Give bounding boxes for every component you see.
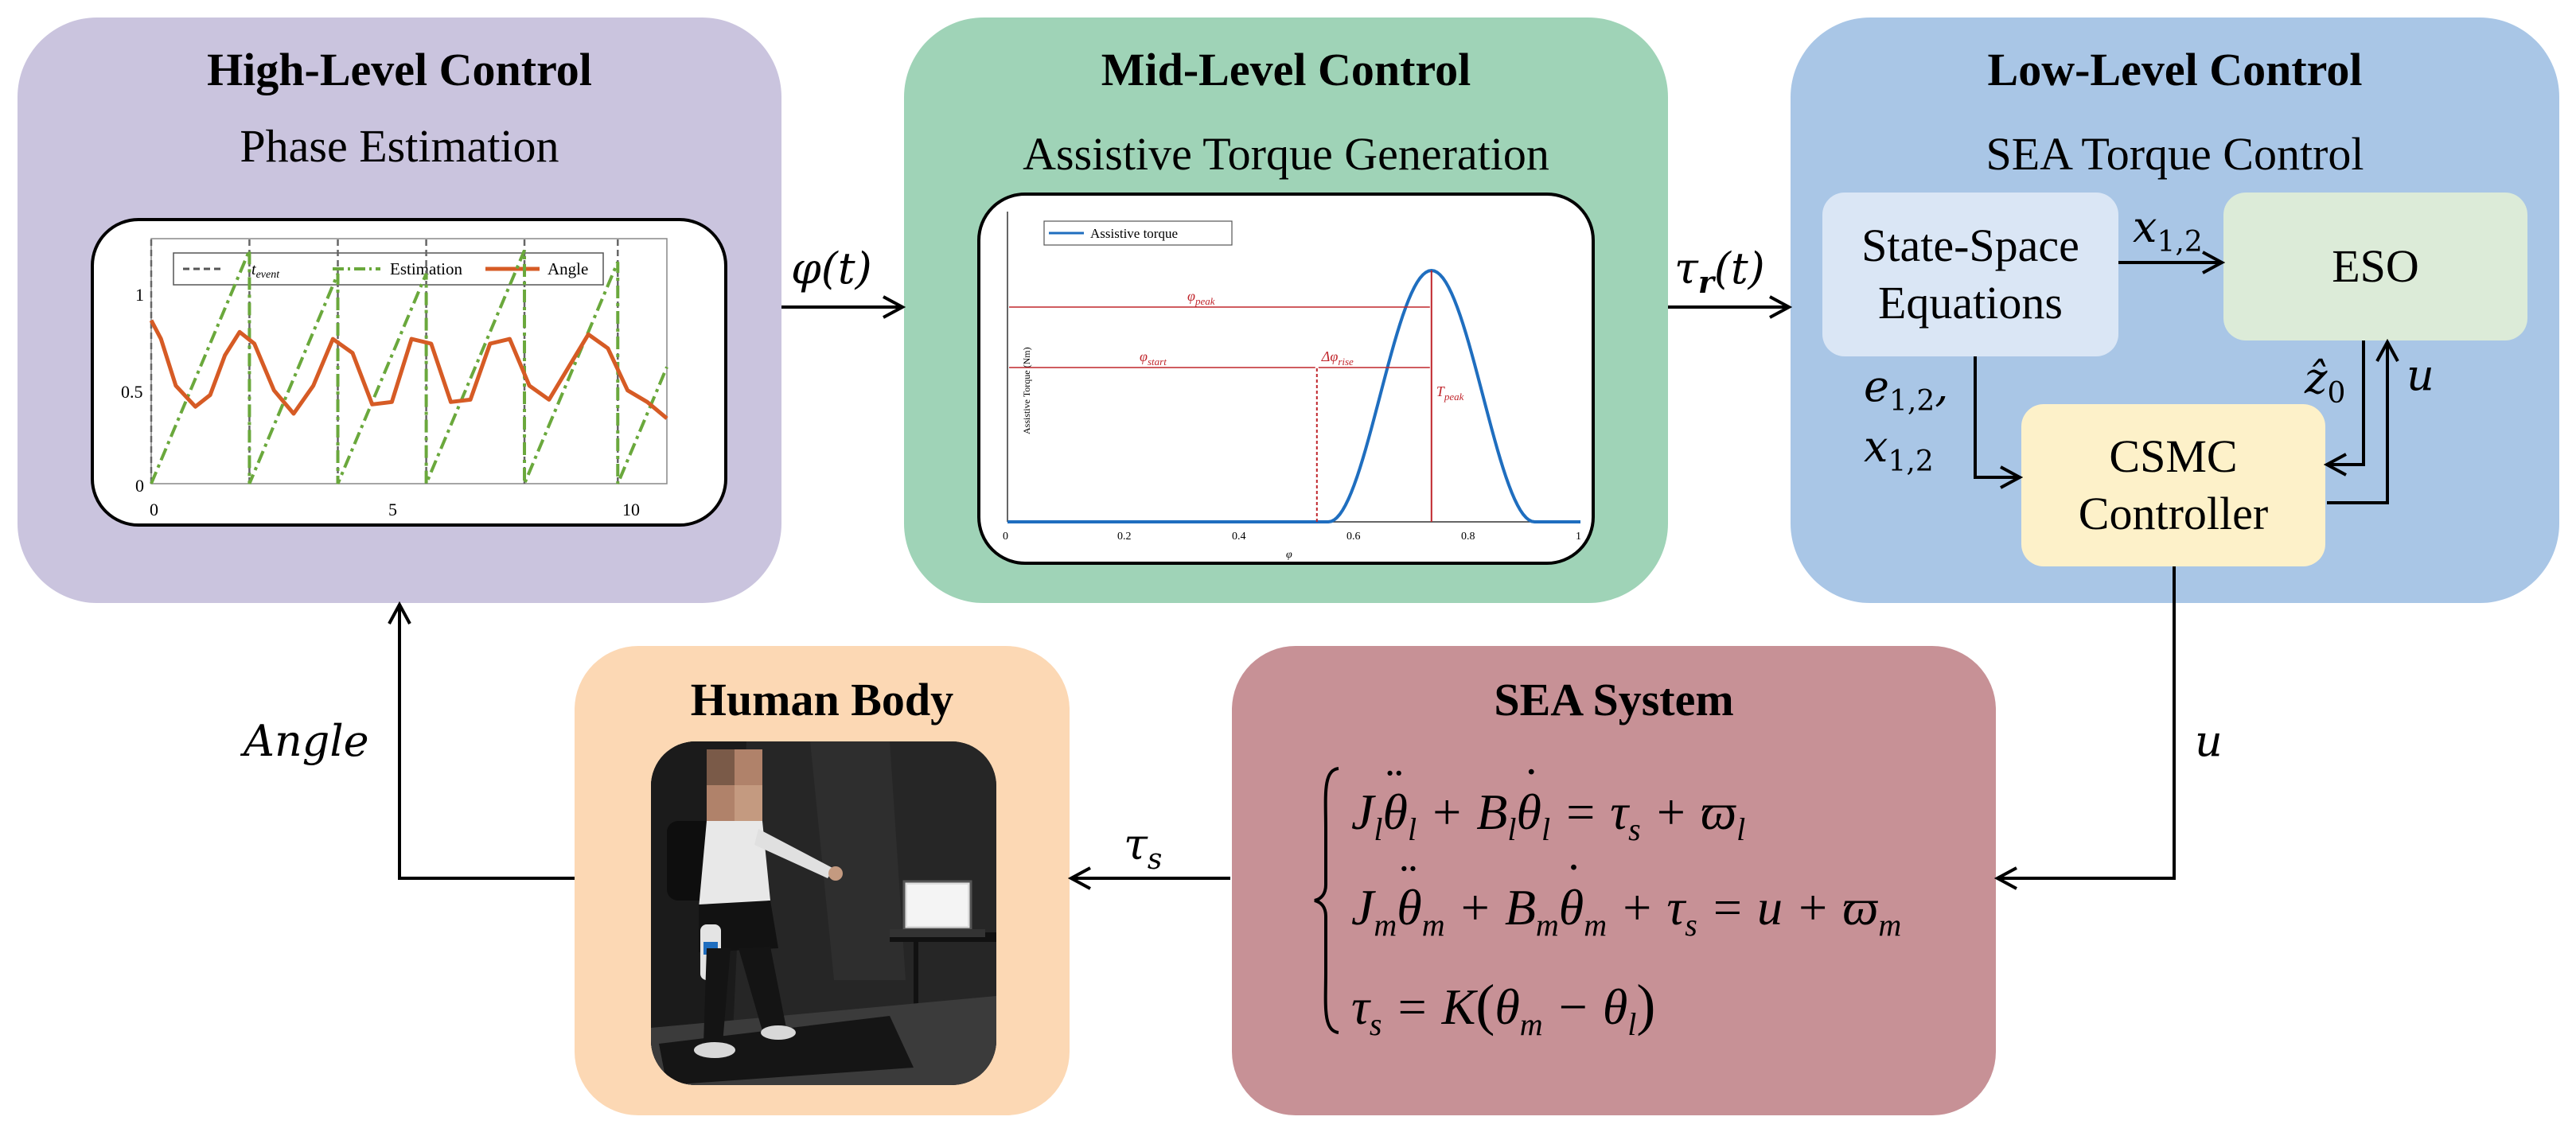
- assistive-torque-plot: Assistive torque Assistive Torque (Nm) φ…: [1003, 212, 1581, 561]
- x12-left-label: x1,2: [1864, 422, 1934, 478]
- u-sea-label: u: [2195, 716, 2223, 766]
- t-peak-label: Tpeak: [1436, 383, 1464, 403]
- angle-label: Angle: [244, 716, 369, 766]
- e12-label: e1,2,: [1864, 361, 1949, 418]
- legend-t-event-label: tevent: [251, 261, 280, 281]
- low-level-title: Low-Level Control: [1987, 44, 2363, 95]
- phi-start-label: φstart: [1140, 348, 1167, 368]
- z0-hat-label: ẑ0: [2305, 353, 2346, 410]
- phase-estimation-plot: tevent Estimation Angle 1 0.5 0 0 5 10: [121, 238, 668, 519]
- tau-s-label: τs: [1124, 819, 1163, 876]
- chart1-axes-frame: [150, 238, 668, 484]
- arrow-csmc-to-sea: [1997, 566, 2176, 878]
- chart2-xlabel: φ: [1286, 549, 1292, 561]
- torque-generation-chart: Assistive torque Assistive Torque (Nm) φ…: [977, 193, 1595, 565]
- assistive-torque-series: [1007, 268, 1580, 523]
- mid-level-subtitle: Assistive Torque Generation: [1023, 128, 1549, 180]
- phi-t-label: φ(t): [791, 243, 872, 294]
- chart2-x-tick-5: 1: [1576, 531, 1581, 543]
- csmc-controller-box: CSMC Controller: [2021, 404, 2325, 566]
- y-tick-0-5: 0.5: [121, 382, 143, 402]
- x-tick-0: 0: [150, 500, 158, 519]
- equation-brace: [1314, 767, 1339, 1034]
- state-space-equations-box: State-Space Equations: [1822, 193, 2118, 356]
- chart2-x-tick-1: 0.2: [1117, 531, 1132, 543]
- sea-equation-2: Jmθ¨m + Bmθ˙m + τs = u + ϖm: [1351, 853, 1902, 943]
- y-tick-1: 1: [135, 285, 144, 305]
- chart2-ylabel: Assistive Torque (Nm): [1021, 347, 1032, 434]
- x-tick-5: 5: [388, 500, 397, 519]
- human-body-title: Human Body: [690, 674, 954, 726]
- human-body-panel: Human Body: [575, 646, 1070, 1115]
- sea-system-panel: SEA System Jlθ¨l + Blθ˙l = τs + ϖl Jmθ¨m…: [1232, 646, 1996, 1115]
- chart2-x-tick-3: 0.6: [1346, 531, 1361, 543]
- chart2-x-tick-2: 0.4: [1232, 531, 1246, 543]
- low-level-subtitle: SEA Torque Control: [1986, 128, 2364, 180]
- delta-phi-rise-label: Δφrise: [1321, 348, 1354, 368]
- high-level-subtitle: Phase Estimation: [240, 120, 559, 172]
- sea-system-title: SEA System: [1494, 674, 1734, 726]
- legend-angle-label: Angle: [548, 259, 588, 278]
- tau-r-label: τr(t): [1674, 243, 1765, 300]
- eso-box: ESO: [2223, 193, 2527, 340]
- legend-torque-label: Assistive torque: [1090, 226, 1178, 241]
- high-level-control-panel: High-Level Control Phase Estimation teve…: [18, 18, 781, 603]
- arrow-human-to-high: [399, 605, 575, 880]
- sea-equation-1: Jlθ¨l + Blθ˙l = τs + ϖl: [1351, 757, 1746, 847]
- human-body-photo: [651, 741, 996, 1085]
- x12-top-label: x1,2: [2133, 202, 2203, 259]
- chart2-x-tick-4: 0.8: [1461, 531, 1475, 543]
- estimation-series: [150, 249, 668, 484]
- mid-level-title: Mid-Level Control: [1101, 44, 1471, 95]
- phase-estimation-chart: tevent Estimation Angle 1 0.5 0 0 5 10: [91, 218, 727, 527]
- exoskeleton-photo-illustration: [651, 741, 996, 1085]
- phi-peak-label: φpeak: [1187, 288, 1215, 307]
- angle-series: [149, 319, 668, 420]
- y-tick-0: 0: [135, 476, 144, 496]
- chart2-x-tick-0: 0: [1003, 531, 1008, 543]
- sea-equation-3: τs = K(θm − θl): [1351, 973, 1656, 1042]
- high-level-title: High-Level Control: [207, 44, 592, 95]
- x-tick-10: 10: [622, 500, 640, 519]
- mid-level-control-panel: Mid-Level Control Assistive Torque Gener…: [904, 18, 1668, 603]
- low-level-control-panel: Low-Level Control SEA Torque Control Sta…: [1791, 18, 2559, 603]
- u-eso-label: u: [2406, 350, 2434, 400]
